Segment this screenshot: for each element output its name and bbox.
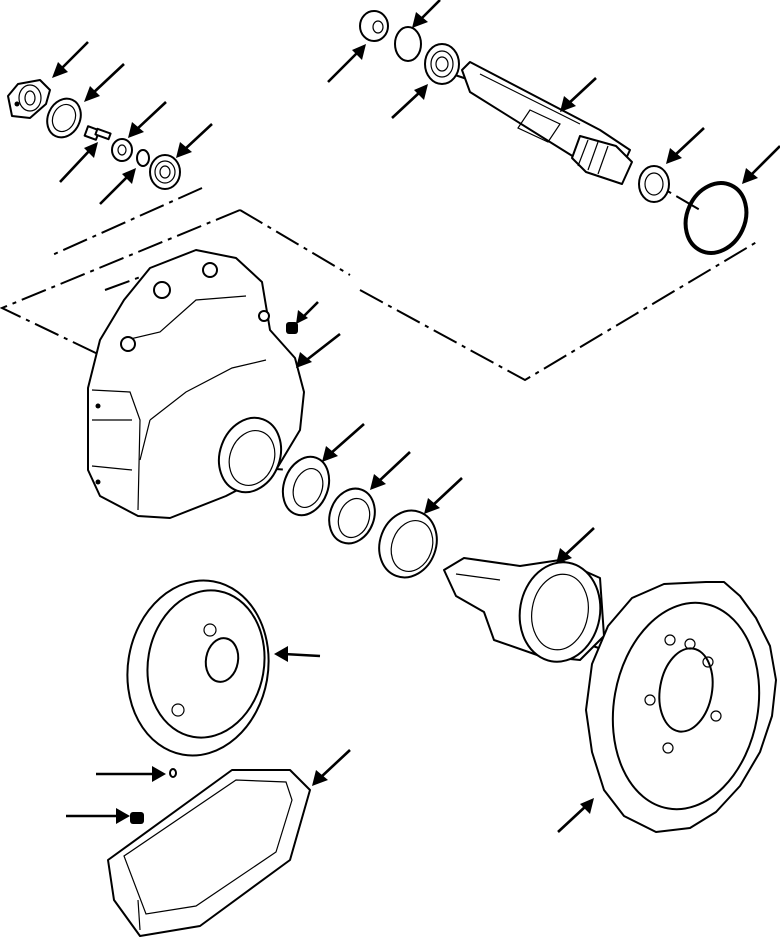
arrow-icon [556, 527, 595, 564]
hub-shaft [443, 557, 605, 663]
arrow-icon [742, 145, 780, 184]
washer-small [136, 149, 150, 167]
bearing-cone [328, 487, 376, 545]
gasket [46, 97, 82, 139]
arrow-icon [666, 127, 705, 164]
plug [286, 322, 298, 334]
bearing-cup [281, 455, 331, 517]
arrow-icon [391, 84, 428, 119]
arrow-icon [96, 766, 166, 782]
leader-arrows [52, 0, 780, 833]
arrow-icon [322, 423, 365, 462]
arrow-icon [424, 477, 463, 514]
arrow-icon [84, 63, 125, 102]
arrow-icon [296, 332, 341, 368]
o-ring-small [169, 768, 177, 778]
snap-ring [394, 26, 422, 62]
bearing-small [149, 154, 181, 190]
arrow-icon [296, 301, 319, 324]
arrow-icon [370, 451, 411, 490]
sprocket [585, 581, 777, 833]
arrow-icon [52, 41, 89, 78]
arrow-icon [176, 123, 213, 158]
arrow-icon [560, 77, 597, 112]
bolt [83, 125, 112, 141]
cover-plate [7, 79, 51, 119]
bull-gear [126, 579, 270, 757]
arrow-icon [128, 101, 167, 138]
o-ring-large [683, 181, 749, 255]
seal-ring [378, 509, 438, 579]
arrow-icon [274, 646, 321, 662]
spacer [111, 138, 133, 162]
arrow-icon [412, 0, 441, 28]
bearing-shaft-end [638, 165, 670, 203]
lower-cover [107, 769, 311, 937]
final-drive-case [87, 249, 305, 519]
arrow-icon [99, 168, 136, 205]
arrow-icon [312, 749, 351, 786]
arrow-icon [327, 44, 366, 83]
arrow-icon [59, 142, 98, 183]
drain-plug [130, 812, 144, 824]
thrust-washer [359, 10, 389, 42]
arrow-icon [557, 798, 594, 833]
bearing-upper [424, 43, 460, 85]
arrow-icon [66, 808, 130, 824]
pinion-shaft [461, 61, 633, 185]
